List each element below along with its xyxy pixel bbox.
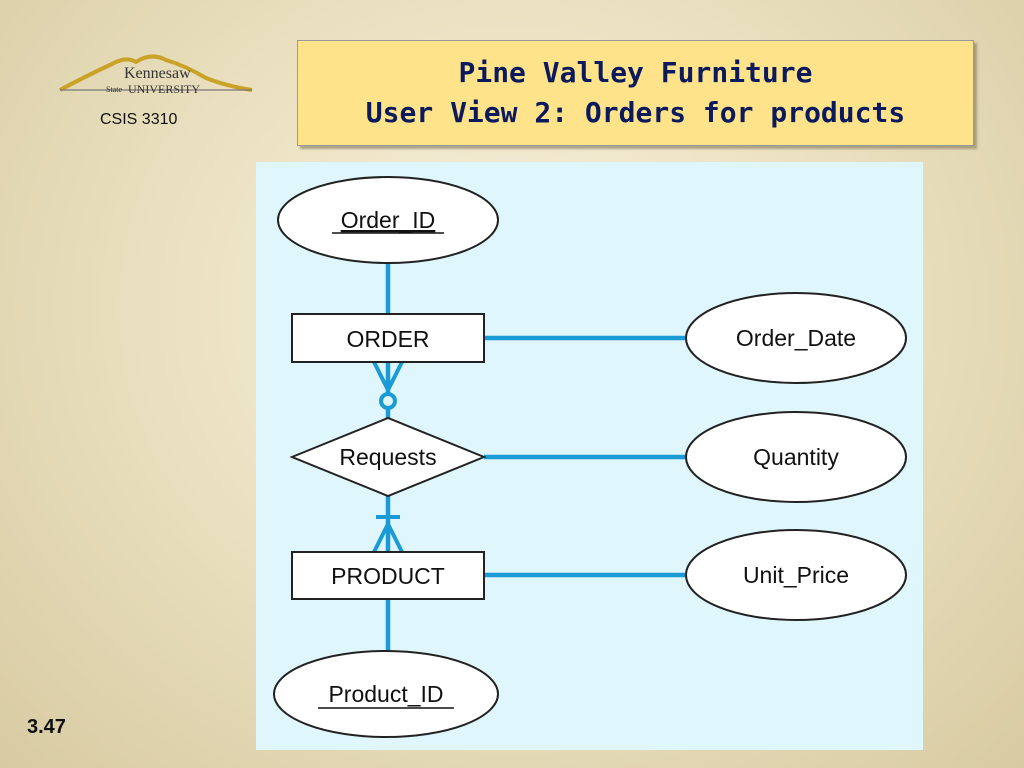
relationship-requests-label: Requests: [339, 444, 436, 470]
entity-order: ORDER: [291, 313, 485, 363]
entity-order-label: ORDER: [346, 326, 429, 352]
attribute-product-id: Product_ID: [273, 650, 499, 738]
crowsfoot-product-side: [372, 515, 404, 553]
crowsfoot-order-side: [372, 361, 404, 410]
attribute-order-id: Order_ID: [277, 176, 499, 264]
logo-text-state: State: [106, 85, 122, 94]
entity-product: PRODUCT: [291, 551, 485, 600]
slide-title-line-2: User View 2: Orders for products: [365, 96, 906, 129]
attribute-order-date: Order_Date: [685, 292, 907, 384]
logo-text-university: UNIVERSITY: [128, 82, 200, 96]
attribute-order-date-label: Order_Date: [736, 325, 856, 351]
slide-number: 3.47: [27, 716, 66, 738]
slide-title-box: Pine Valley Furniture User View 2: Order…: [297, 40, 974, 146]
kennesaw-logo-icon: Kennesaw State UNIVERSITY: [59, 54, 253, 96]
attribute-unit-price: Unit_Price: [685, 529, 907, 621]
logo-text-kennesaw: Kennesaw: [124, 65, 191, 82]
er-diagram-panel: Order_ID Order_Date Quantity Unit_Price …: [256, 162, 923, 750]
attribute-quantity: Quantity: [685, 411, 907, 503]
slide-title-line-1: Pine Valley Furniture: [458, 56, 813, 89]
attribute-unit-price-label: Unit_Price: [743, 562, 849, 588]
entity-product-label: PRODUCT: [331, 563, 445, 589]
attribute-quantity-label: Quantity: [753, 444, 839, 470]
course-code: CSIS 3310: [100, 111, 178, 128]
er-diagram: Order_ID Order_Date Quantity Unit_Price …: [273, 176, 907, 738]
relationship-requests: Requests: [289, 416, 487, 498]
university-logo: Kennesaw State UNIVERSITY: [56, 46, 256, 106]
attribute-product-id-label: Product_ID: [328, 681, 443, 707]
attribute-order-id-label: Order_ID: [341, 207, 436, 233]
